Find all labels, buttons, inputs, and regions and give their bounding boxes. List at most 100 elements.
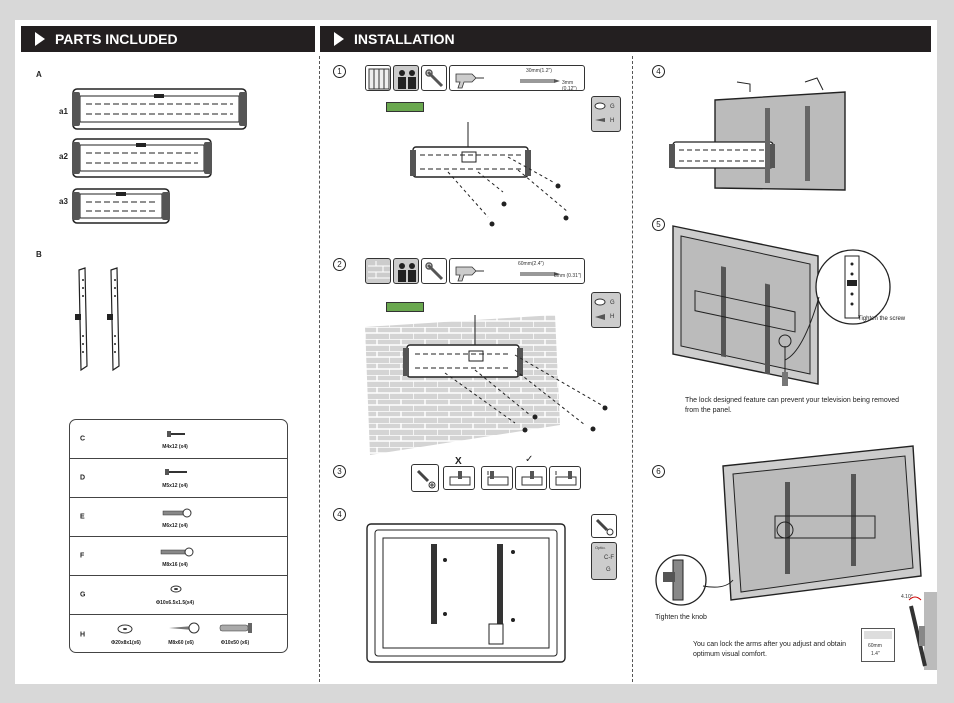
wall-plate-a1 (72, 88, 247, 130)
washer-icon (170, 585, 182, 593)
hardware-desc: Φ20x8x1(x6) (111, 640, 141, 646)
screw-icon (160, 547, 194, 557)
bracket-alignment-option-1 (481, 466, 513, 490)
triangle-icon (35, 32, 45, 46)
gap-top-bar (864, 631, 892, 639)
zoom-callout-screw (784, 249, 891, 361)
hardware-cf-g-icon: Optio. C-F G (591, 542, 617, 580)
drill-icon (455, 73, 484, 89)
lag-bolt-icon (169, 622, 200, 634)
hardware-desc: M5x12 (x4) (162, 483, 188, 489)
wall-plate-mounting-diagram (410, 122, 569, 227)
gap-mm: 60mm (868, 643, 882, 649)
drill-spec-box: 60mm(2.4") 8mm (0.31") (449, 258, 585, 284)
wrench-icon (421, 258, 447, 284)
hardware-g-label: G (606, 567, 611, 573)
hardware-row-f: F M8x16 (x4) (70, 537, 287, 576)
step-number: 3 (333, 465, 346, 478)
step-number: 5 (652, 218, 665, 231)
bracket-alignment-correct (515, 466, 547, 490)
hardware-desc: M4x12 (x4) (162, 444, 188, 450)
tighten-screw-label: Tighten the screw (858, 316, 906, 322)
drill-icon (455, 266, 484, 282)
zoom-callout-knob (655, 554, 734, 606)
bracket-alignment-wrong (443, 466, 475, 490)
parts-included-header: PARTS INCLUDED (21, 26, 315, 52)
step-number: 4 (333, 508, 346, 521)
installation-title: INSTALLATION (354, 31, 455, 47)
side-panel (924, 592, 937, 670)
hardware-desc: Φ10x50 (x6) (220, 640, 250, 646)
wall-plate-a2 (72, 138, 212, 178)
tv-mounted-diagram (672, 225, 819, 386)
brick-wall-mounting-diagram (365, 315, 608, 455)
part-label-A: A (36, 70, 42, 79)
wrench-icon (421, 65, 447, 91)
step-number: 6 (652, 465, 665, 478)
check-mark: ✓ (525, 454, 534, 465)
hardware-code: F (80, 552, 85, 560)
tv-brackets-b (75, 267, 120, 372)
cross-mark: X (455, 456, 462, 467)
anchor-icon (219, 623, 252, 633)
hardware-h-label: H (610, 314, 615, 320)
lock-feature-note: The lock designed feature can prevent yo… (685, 397, 900, 414)
bracket-alignment-option-2 (549, 466, 581, 490)
triangle-icon (334, 32, 344, 46)
hardware-h-label: H (610, 118, 615, 124)
instruction-sheet: PARTS INCLUDED INSTALLATION A a1 a2 a3 B (15, 20, 937, 684)
drill-diameter: 8mm (0.31") (554, 273, 582, 279)
hardware-table: C M4x12 (x4) D M5x12 (x4) E M6x12 (x4) F… (69, 419, 288, 653)
parts-included-title: PARTS INCLUDED (55, 31, 178, 47)
optional-label: Optio. (595, 545, 606, 550)
hardware-g-h-icon: G H (591, 292, 621, 328)
hardware-desc: Φ10x6.5x1.5(x4) (155, 600, 195, 606)
hardware-g-label: G (610, 300, 615, 306)
screw-icon (165, 469, 187, 475)
gap-inch: 1.4" (871, 651, 880, 657)
tv-hanging-diagram (669, 77, 846, 191)
step-number: 2 (333, 258, 346, 271)
step-number: 1 (333, 65, 346, 78)
hardware-code: D (80, 474, 86, 482)
hardware-row-d: D M5x12 (x4) (70, 459, 287, 498)
step-number: 4 (652, 65, 665, 78)
lock-arms-note: You can lock the arms after you adjust a… (693, 641, 847, 658)
hardware-code: E (80, 513, 85, 521)
hardware-desc: M8x60 (x6) (168, 640, 194, 646)
divider (632, 56, 633, 682)
brick-wall-icon (365, 258, 391, 284)
hardware-row-h: H Φ20x8x1(x6) M8x60 (x6) Φ10x50 (x6) (70, 615, 287, 652)
part-label-a3: a3 (59, 197, 68, 206)
part-label-a1: a1 (59, 107, 68, 116)
drill-depth: 30mm(1.2") (526, 68, 552, 74)
hardware-code: G (80, 591, 86, 599)
drill-spec-box: 30mm(1.2") 3mm (0.12") (449, 65, 585, 92)
screw-icon (162, 508, 192, 518)
tighten-knob-label: Tighten the knob (655, 614, 707, 621)
hardware-desc: M6x12 (x4) (162, 523, 188, 529)
screwdriver-icon (411, 464, 439, 492)
drill-bit-icon (520, 272, 560, 276)
two-people-icon (393, 65, 419, 91)
level-icon (386, 102, 424, 112)
wall-plate-a3 (72, 188, 170, 224)
screw-icon (167, 431, 185, 437)
installation-header: INSTALLATION (320, 26, 931, 52)
hardware-code: C (80, 435, 86, 443)
hardware-g-label: G (610, 104, 615, 110)
hardware-row-c: C M4x12 (x4) (70, 420, 287, 459)
drill-bit-icon (520, 79, 560, 83)
tilt-side-view (908, 596, 927, 667)
tilt-angle: 4.10° (901, 594, 913, 600)
hardware-code: H (80, 631, 86, 638)
drill-depth: 60mm(2.4") (518, 261, 544, 267)
two-people-icon (393, 258, 419, 284)
gap-diagram: 60mm 1.4" (861, 628, 895, 662)
tv-tilt-diagram (722, 445, 922, 601)
hardware-cf-label: C-F (604, 555, 614, 561)
part-label-a2: a2 (59, 152, 68, 161)
wood-stud-icon (365, 65, 391, 91)
hardware-g-h-icon: G H (591, 96, 621, 132)
hardware-desc: M8x16 (x4) (162, 562, 188, 568)
